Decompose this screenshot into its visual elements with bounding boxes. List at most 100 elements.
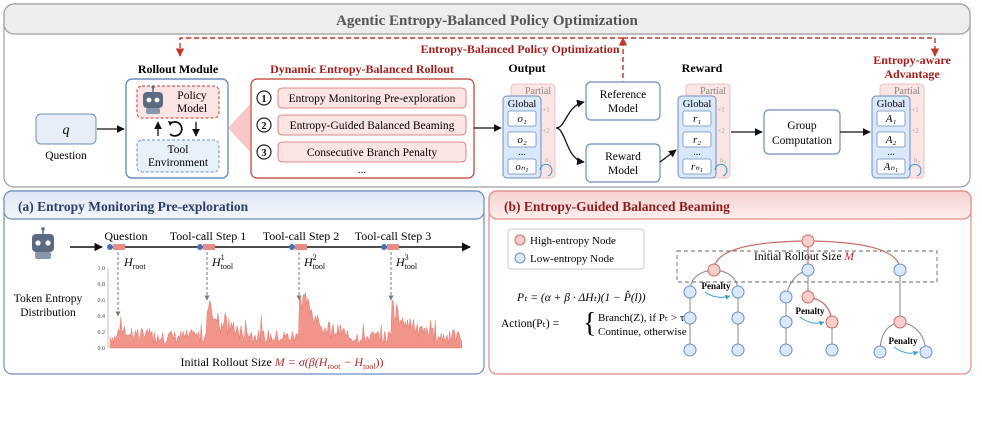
dyn-title: Dynamic Entropy-Balanced Rollout <box>270 62 454 76</box>
svg-text:Entropy Monitoring Pre-explora: Entropy Monitoring Pre-exploration <box>289 93 456 105</box>
svg-text:n₂: n₂ <box>545 156 552 164</box>
adv-title-line2: Advantage <box>884 67 940 81</box>
reference-model-line1: Reference <box>600 89 647 101</box>
svg-text:A₁: A₁ <box>885 113 897 125</box>
feedback-label: Entropy-Balanced Policy Optimization <box>420 42 619 56</box>
reward-model-line2: Model <box>608 165 638 177</box>
y-tick-labels: 1.0 0.8 0.6 0.4 0.2 0.0 <box>98 266 106 352</box>
svg-text:+1: +1 <box>717 106 725 114</box>
panel-b-title-bar <box>488 190 972 220</box>
penalty-label-3: Penalty <box>889 336 918 346</box>
panel-b-brace: { <box>583 308 596 339</box>
question-label: Question <box>45 150 87 162</box>
diagram-title: Agentic Entropy-Balanced Policy Optimiza… <box>336 13 638 29</box>
step-label-3: Tool-call Step 3 <box>355 229 431 243</box>
svg-text:Entropy-Guided Balanced Beamin: Entropy-Guided Balanced Beaming <box>290 120 455 132</box>
svg-text:2: 2 <box>262 121 267 132</box>
svg-text:Consecutive Branch Penalty: Consecutive Branch Penalty <box>307 147 438 159</box>
svg-text:rₙ₁: rₙ₁ <box>691 162 703 173</box>
initial-rollout-label: Initial Rollout Size M <box>754 251 855 263</box>
title-bar <box>3 3 971 35</box>
y-tick-0.4: 0.4 <box>98 314 106 320</box>
group-computation-box <box>763 109 841 155</box>
panel-a-title-bar <box>3 190 485 220</box>
reward-model-arrow <box>659 149 677 163</box>
svg-text:Aₙ₁: Aₙ₁ <box>883 162 898 173</box>
rollout-title: Rollout Module <box>138 62 219 76</box>
y-axis-label-line1: Token Entropy <box>14 293 83 305</box>
legend-high: High-entropy Node <box>530 235 616 247</box>
dyn-step-3: 3 Consecutive Branch Penalty <box>256 141 467 163</box>
y-tick-0.2: 0.2 <box>98 330 106 336</box>
timeline-markers <box>107 244 399 250</box>
step-label-2: Tool-call Step 2 <box>263 229 339 243</box>
question-symbol: q <box>63 123 70 138</box>
penalty-arrow-1 <box>704 291 731 300</box>
panel-b-action-label: Action(Pₜ) = <box>501 318 559 330</box>
cycle-icon <box>168 120 183 137</box>
group-comp-line2: Computation <box>772 135 832 147</box>
legend-low: Low-entropy Node <box>530 253 614 265</box>
output-stack: Partial +1 +2 n₂ Global o₁ o₂ ... oₙ₁ <box>502 83 556 179</box>
tree-low-nodes <box>683 263 933 359</box>
policy-model-line2: Model <box>177 103 207 115</box>
svg-text:...: ... <box>518 147 526 158</box>
svg-text:+1: +1 <box>542 106 550 114</box>
svg-text:n₂: n₂ <box>720 156 727 164</box>
svg-text:r₂: r₂ <box>693 134 701 146</box>
h-root-label: Hroot <box>123 255 146 271</box>
penalty-arrow-3 <box>893 346 919 356</box>
step-label-1: Tool-call Step 1 <box>170 229 246 243</box>
robot-icon <box>143 85 163 114</box>
legend-low-marker <box>514 252 526 264</box>
svg-text:+1: +1 <box>911 106 919 114</box>
dyn-step-1: 1 Entropy Monitoring Pre-exploration <box>256 87 467 109</box>
group-comp-line1: Group <box>787 120 817 132</box>
entropy-distribution-area <box>109 292 463 349</box>
panel-a-title: (a) Entropy Monitoring Pre-exploration <box>18 199 249 214</box>
panel-b-title: (b) Entropy-Guided Balanced Beaming <box>504 199 730 214</box>
panel-b-case-1: Branch(Z), if Pₜ > τ <box>598 312 685 324</box>
svg-text:oₙ₁: oₙ₁ <box>515 162 528 173</box>
svg-text:Global: Global <box>877 99 906 110</box>
advantage-stack: Partial +1 +2 n₂ Global A₁ A₂ ... Aₙ₁ <box>871 83 925 179</box>
dyn-more: ... <box>358 164 367 176</box>
policy-model-line1: Policy <box>177 90 207 102</box>
tool-env-box <box>136 139 220 173</box>
svg-text:3: 3 <box>262 148 267 159</box>
y-tick-0.0: 0.0 <box>98 346 106 352</box>
svg-text:+2: +2 <box>717 127 725 135</box>
reward-model-box <box>585 143 661 183</box>
svg-text:...: ... <box>887 147 895 158</box>
fork-to-reward <box>555 127 585 166</box>
legend-high-marker <box>514 234 526 246</box>
panel-b-case-2: Continue, otherwise <box>598 326 687 338</box>
penalty-label-2: Penalty <box>796 306 825 316</box>
reference-model-line2: Model <box>608 103 638 115</box>
penalty-arrow-2 <box>799 316 825 326</box>
feedback-dashed-top <box>175 37 623 57</box>
y-tick-0.8: 0.8 <box>98 282 106 288</box>
initial-rollout-dashed-box <box>676 250 938 283</box>
y-axis-label-line2: Distribution <box>20 307 76 319</box>
tool-env-line1: Tool <box>168 144 189 156</box>
svg-text:Global: Global <box>508 99 537 110</box>
tree-high-nodes <box>707 234 907 329</box>
svg-text:A₂: A₂ <box>885 134 897 146</box>
output-title: Output <box>508 61 545 75</box>
panel-b-formula-p: Pₜ = (α + β · ΔHₜ)(1 − P̂(l)) <box>516 290 646 304</box>
svg-text:o₁: o₁ <box>517 113 527 125</box>
feedback-dashed-right <box>623 37 940 57</box>
adv-title-line1: Entropy-aware <box>873 53 951 67</box>
reward-title: Reward <box>682 61 723 75</box>
reward-model-line1: Reward <box>605 151 641 163</box>
svg-text:+2: +2 <box>911 127 919 135</box>
legend-box <box>507 228 645 270</box>
y-tick-0.6: 0.6 <box>98 298 106 304</box>
fork-to-reference <box>555 99 585 129</box>
connector-wedge <box>228 104 250 152</box>
